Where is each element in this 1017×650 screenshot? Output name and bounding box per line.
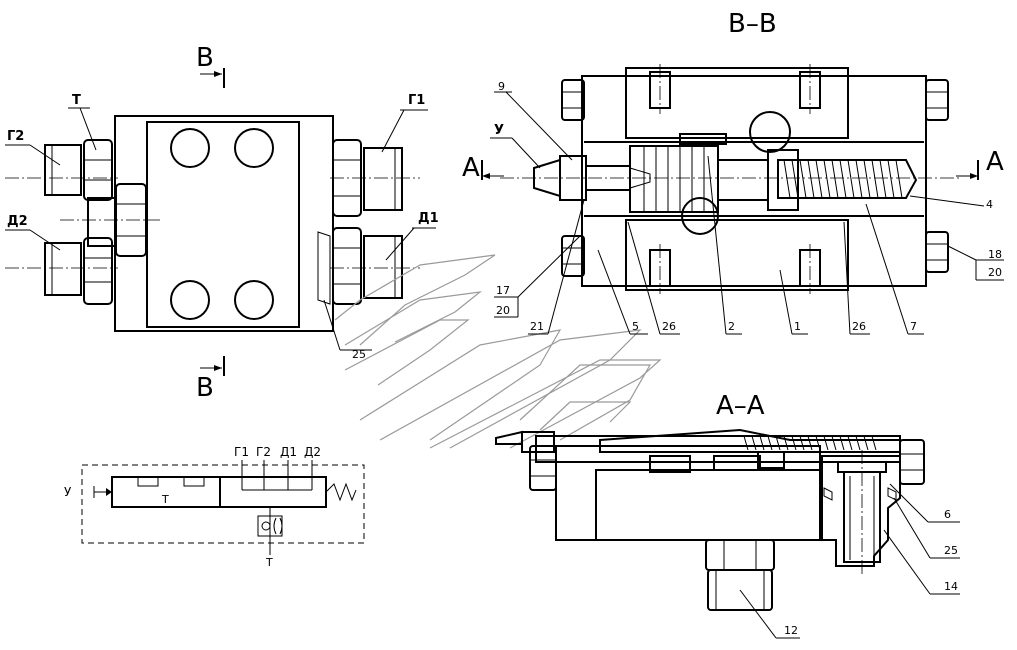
fitting-t [87, 183, 147, 257]
part-26-left: 26 [662, 320, 676, 333]
section-title-vv: В–В [728, 9, 777, 39]
schematic-port-3: Д1 [280, 445, 297, 459]
port-label-g1: Г1 [408, 93, 425, 108]
hydraulic-schematic: У Т Г1 Г2 Д1 Д2 Т [64, 445, 365, 569]
part-12: 12 [784, 624, 798, 637]
part-4: 4 [986, 198, 993, 211]
schematic-port-2: Г2 [256, 445, 271, 459]
part-9: 9 [498, 80, 505, 93]
part-18: 18 [988, 248, 1002, 261]
part-17: 17 [496, 284, 510, 297]
part-20-left: 20 [496, 304, 510, 317]
spring [783, 159, 903, 199]
part-1: 1 [794, 320, 801, 333]
port-label-g2: Г2 [7, 129, 24, 144]
fitting-12 [705, 539, 775, 611]
section-mark-a-right: А [986, 147, 1004, 177]
section-vv: В–В А А [462, 9, 1004, 335]
spring-aa [743, 435, 877, 451]
part-25-front: 25 [352, 348, 366, 361]
part-5: 5 [632, 320, 639, 333]
part-14: 14 [944, 580, 958, 593]
schematic-port-1: Г1 [234, 445, 249, 459]
part-21: 21 [530, 320, 544, 333]
section-mark-v-top: В [196, 43, 214, 73]
part-7: 7 [910, 320, 917, 333]
schematic-label-u: У [64, 485, 72, 499]
schematic-label-t-bottom: Т [265, 556, 273, 569]
part-6: 6 [944, 508, 951, 521]
port-label-t: Т [72, 93, 81, 108]
section-mark-v-bottom: В [196, 373, 214, 403]
port-label-d2: Д2 [7, 214, 28, 229]
ghost-leaders [334, 254, 662, 449]
bolt-head [234, 280, 274, 320]
control-fitting-u [533, 155, 651, 201]
port-label-u: У [494, 123, 504, 138]
fitting-g2 [44, 139, 113, 201]
bolt-head [234, 128, 274, 168]
port-label-d1: Д1 [418, 211, 439, 226]
part-26-right: 26 [852, 320, 866, 333]
section-mark-a-left: А [462, 153, 480, 183]
bolt-head [170, 280, 210, 320]
part-2: 2 [728, 320, 735, 333]
section-title-aa: А–А [716, 391, 765, 421]
front-view: В В [5, 43, 439, 403]
schematic-port-4: Д2 [304, 445, 321, 459]
bolt-head [170, 128, 210, 168]
part-25-aa: 25 [944, 544, 958, 557]
cover-plate [146, 121, 300, 328]
fitting-d1 [317, 227, 403, 305]
part-20-right: 20 [988, 266, 1002, 279]
section-aa: А–А [495, 391, 960, 639]
fitting-g1 [332, 139, 403, 217]
schematic-label-t-mid: Т [161, 493, 169, 506]
fitting-d2 [44, 237, 113, 305]
